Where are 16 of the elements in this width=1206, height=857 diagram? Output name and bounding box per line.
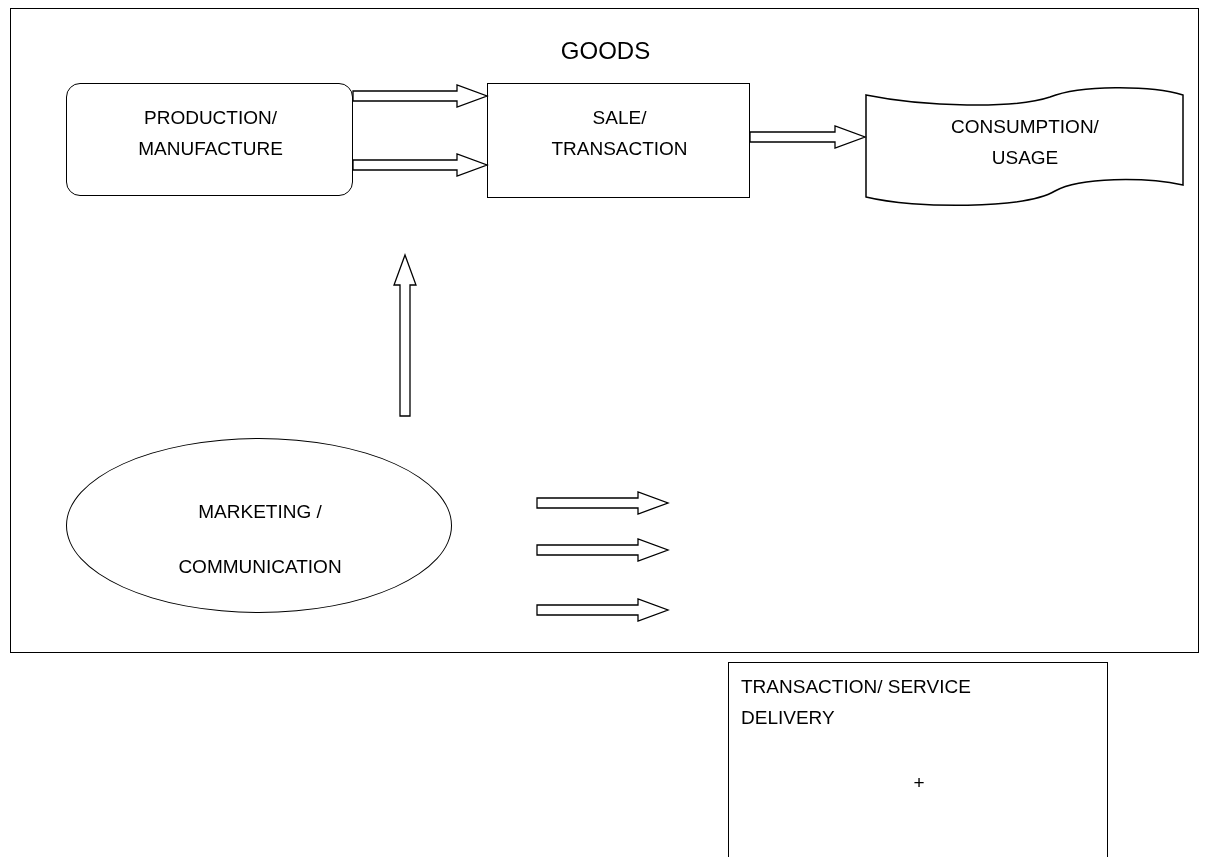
node-label: CONSUMPTION/ USAGE [950,115,1100,171]
process-box [487,83,750,198]
node-label: + [912,771,926,795]
rounded-process-box [66,83,353,196]
node-label: PRODUCTION/ MANUFACTURE [137,106,284,162]
outer-frame [10,8,1199,653]
block-arrow [749,125,867,149]
process-box [728,662,1108,857]
block-arrow [352,153,489,177]
node-label: SALE/ TRANSACTION [550,106,689,162]
box-title: GOODS [559,36,652,66]
block-arrow [352,84,489,108]
node-label: TRANSACTION/ SERVICE DELIVERY [741,675,972,731]
ellipse-node [66,438,452,613]
node-label: MARKETING / COMMUNICATION [177,500,343,580]
block-arrow [393,253,417,417]
